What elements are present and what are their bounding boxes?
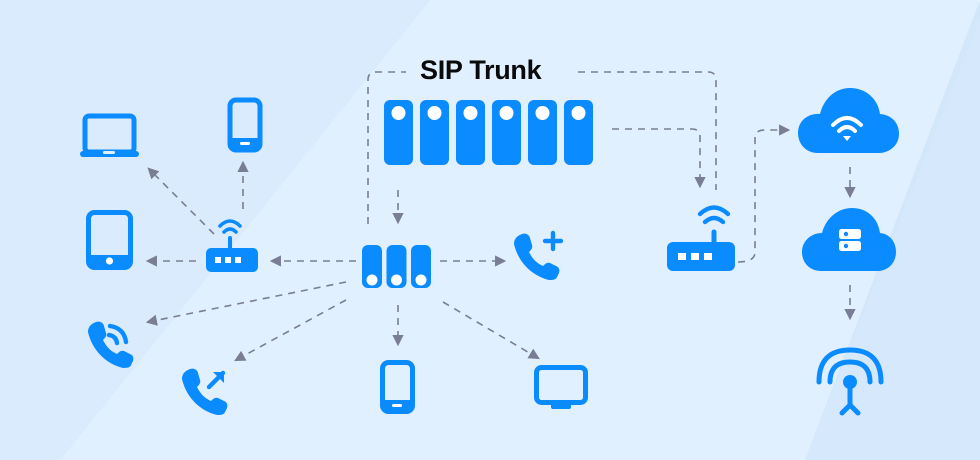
server-stack-icon (362, 245, 431, 288)
wifi-router-icon (667, 205, 735, 271)
connector-servers-router (612, 128, 706, 189)
antenna-icon (816, 347, 884, 416)
server-unit (492, 100, 521, 165)
laptop-icon (80, 113, 139, 157)
phone-outgoing-icon (182, 368, 228, 415)
server-unit (564, 100, 593, 165)
cloud-server-icon (802, 208, 896, 271)
connector-pbx-phoneoutgoing (234, 299, 347, 362)
tablet-icon (86, 210, 133, 270)
connector-trunk-left (367, 71, 406, 224)
cloud-wifi-icon (798, 88, 899, 153)
connector-pbx-monitor (442, 301, 540, 360)
phone-add-icon (514, 230, 564, 280)
connector-router-cloud (737, 124, 791, 263)
background-light-band (60, 0, 980, 460)
server-unit (456, 100, 485, 165)
server-unit (420, 100, 449, 165)
server-unit (528, 100, 557, 165)
pbx-unit (386, 245, 407, 288)
connector-pbx-phoneringing (145, 281, 347, 326)
smartphone-icon (380, 360, 415, 414)
pbx-unit (362, 245, 382, 288)
smartphone-icon (227, 97, 263, 153)
diagram-title: SIP Trunk (420, 55, 542, 85)
server-rack-icon (384, 100, 593, 165)
server-unit (384, 100, 413, 165)
phone-ringing-icon (88, 321, 134, 368)
connector-router-laptop (147, 167, 215, 235)
connector-trunk-right (578, 71, 717, 190)
pbx-unit (411, 245, 431, 288)
wifi-router-icon (206, 219, 258, 272)
monitor-icon (534, 365, 588, 409)
